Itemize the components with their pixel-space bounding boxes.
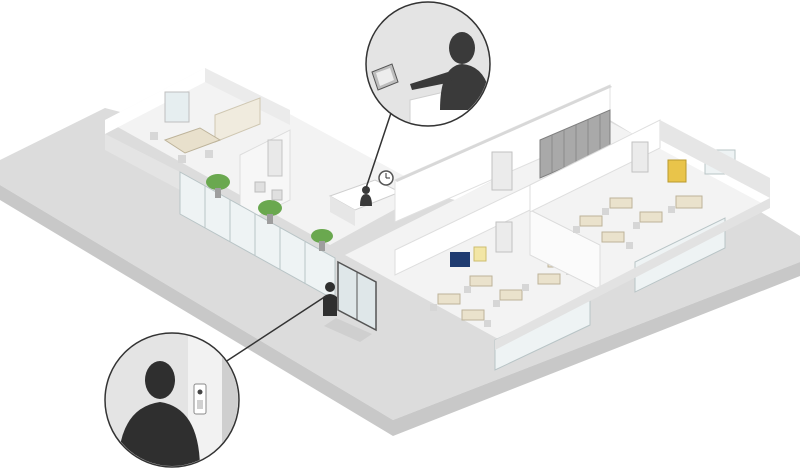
meeting-room-back-wall: [105, 68, 205, 134]
cafeteria-right-door: [631, 141, 649, 173]
meeting-room-front-wall: [105, 134, 180, 190]
locker-dividers: [551, 115, 601, 173]
callout-visitor: [104, 332, 240, 468]
cafeteria-right-chairs: [573, 206, 675, 249]
plant-icon: [311, 229, 333, 251]
meeting-table: [163, 127, 222, 154]
callout-line-receptionist: [365, 109, 393, 189]
reception-desk-front: [330, 196, 355, 226]
plant-icon: [206, 174, 230, 198]
corridor-wall-top: [395, 85, 612, 182]
visitor-silhouette: [323, 282, 337, 316]
right-wing-right-wall: [660, 120, 770, 198]
chair: [178, 155, 186, 163]
plant-icon: [258, 200, 282, 224]
chair: [150, 132, 158, 140]
visitor-closeup-silhouette: [118, 361, 200, 466]
notice-board: [667, 159, 687, 183]
clock-icon: [378, 170, 394, 186]
chair: [205, 150, 213, 158]
tv-screen: [450, 252, 470, 267]
corridor-door: [491, 151, 513, 191]
entrance-mat: [324, 318, 372, 342]
intercom-icon: [193, 383, 207, 415]
tablet-icon: [371, 63, 399, 91]
callout-line-visitor: [215, 295, 327, 369]
lobby-chair: [271, 189, 283, 201]
poster: [473, 246, 487, 262]
receptionist-silhouette: [360, 186, 372, 206]
glass-mullions: [204, 186, 306, 284]
callout-door-frame: [222, 334, 238, 466]
meeting-room-window: [164, 91, 190, 123]
cafeteria-right-tables: [579, 195, 703, 243]
interior-door: [267, 139, 283, 177]
meeting-room-shelves: [214, 97, 261, 143]
cafeteria-left-door: [495, 221, 513, 253]
right-wing-front-edge: [495, 198, 770, 350]
wing-right-wall: [205, 68, 290, 125]
callout-receptionist: [365, 1, 491, 127]
cafeteria-right-back-wall: [529, 119, 661, 213]
lobby-chair: [254, 181, 266, 193]
